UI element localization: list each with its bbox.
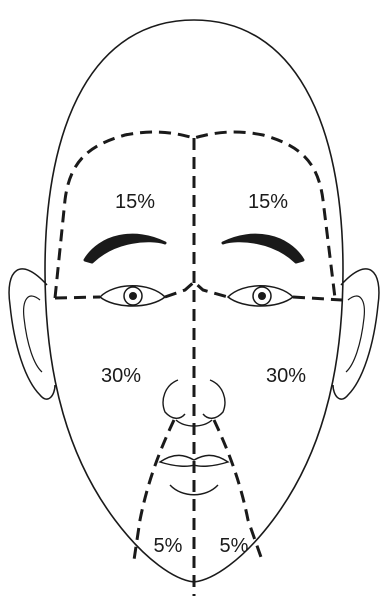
right-eye <box>228 286 293 306</box>
region-label-chin-right: 5% <box>220 536 249 556</box>
left-eyebrow <box>85 235 165 262</box>
region-label-chin-left: 5% <box>154 536 183 556</box>
region-label-cheek-right: 30% <box>266 366 306 386</box>
right-ear-inner <box>346 296 364 372</box>
region-label-forehead-right: 15% <box>248 192 288 212</box>
region-label-forehead-left: 15% <box>115 192 155 212</box>
region-boundaries <box>55 132 342 596</box>
left-ear-inner <box>24 296 42 372</box>
left-eye <box>100 286 165 306</box>
right-eyebrow <box>223 235 303 262</box>
region-label-cheek-left: 30% <box>101 366 141 386</box>
